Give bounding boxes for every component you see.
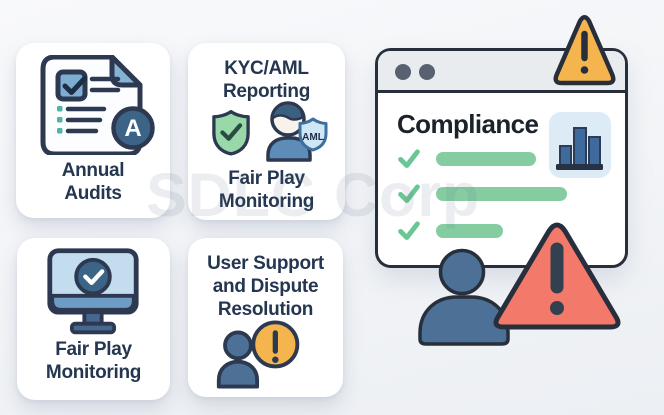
aml-shield-badge xyxy=(298,117,328,152)
checklist-bar xyxy=(436,186,567,201)
checklist-row xyxy=(397,219,503,242)
aml-badge-label: AML xyxy=(302,132,324,143)
card-user-support: User Support and Dispute Resolution xyxy=(188,238,343,397)
audit-grade-letter: A xyxy=(124,115,141,142)
card-annual-audits: A Annual Audits xyxy=(16,43,170,218)
kyc-aml-subtitle: Fair Play Monitoring xyxy=(218,168,315,213)
checklist-bar xyxy=(436,223,503,238)
checklist-bar xyxy=(436,151,536,166)
user-alert-icon xyxy=(216,320,300,389)
window-dot-1 xyxy=(395,64,411,80)
audit-document-icon: A xyxy=(40,55,155,155)
annual-audits-label: Annual Audits xyxy=(61,160,125,205)
bar-chart-icon xyxy=(556,127,603,170)
shield-check-icon xyxy=(212,109,250,156)
checkmark-icon xyxy=(398,221,420,241)
monitor-check-icon xyxy=(47,248,139,335)
aml-officer-icon: AML xyxy=(266,101,328,162)
fair-play-label: Fair Play Monitoring xyxy=(45,339,142,384)
warning-triangle-icon xyxy=(553,15,616,86)
alert-triangle-icon xyxy=(493,222,621,330)
checkmark-icon xyxy=(398,149,420,169)
compliance-title: Compliance xyxy=(397,109,539,139)
window-dot-2 xyxy=(419,64,435,80)
user-support-title: User Support and Dispute Resolution xyxy=(207,253,324,321)
kyc-aml-title: KYC/AML Reporting xyxy=(222,58,310,103)
card-fair-play-monitoring: Fair Play Monitoring xyxy=(17,238,170,400)
chart-tile xyxy=(549,112,611,178)
user-silhouette-icon xyxy=(418,248,510,346)
checklist-row xyxy=(397,182,567,205)
checkmark-icon xyxy=(398,184,420,204)
audit-grade-badge xyxy=(111,106,155,150)
checklist-row xyxy=(397,147,536,170)
card-kyc-aml: KYC/AML Reporting AML Fair Play Monitori… xyxy=(188,43,345,220)
